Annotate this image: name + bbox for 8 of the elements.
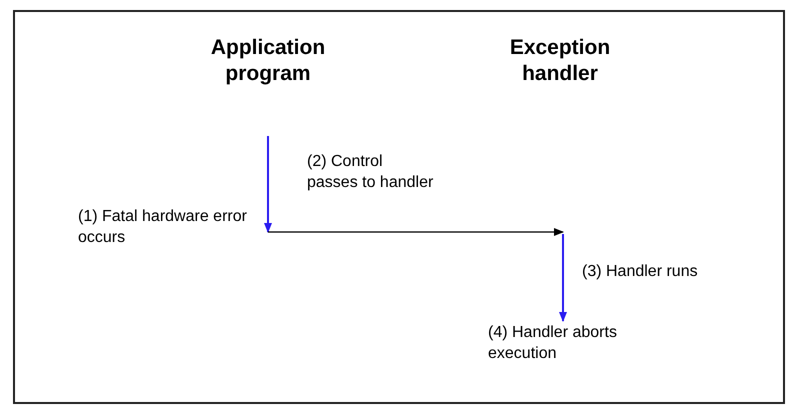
arrow <box>268 228 564 236</box>
edge-label: (3) Handler runs <box>582 261 698 282</box>
column-heading: Application program <box>210 35 326 87</box>
arrow <box>559 234 567 322</box>
event-text: (1) Fatal hardware error occurs <box>78 207 248 248</box>
arrow <box>264 136 272 233</box>
column-heading: Exception handler <box>508 35 612 87</box>
event-text: (4) Handler aborts execution <box>488 323 618 364</box>
